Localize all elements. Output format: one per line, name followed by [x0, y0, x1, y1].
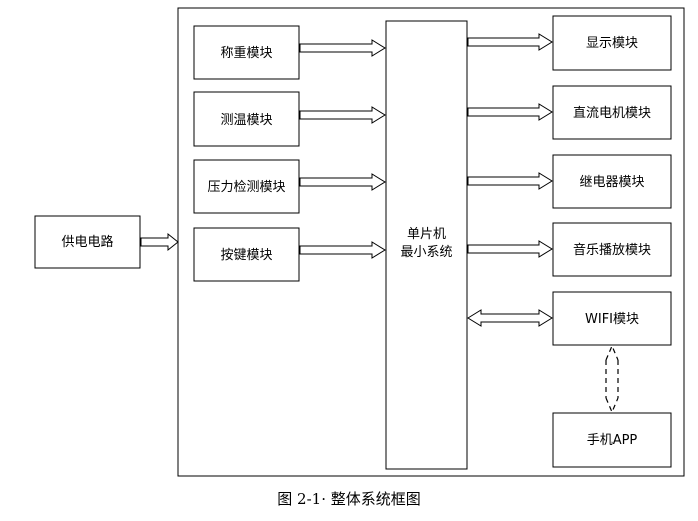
- arrow-power-to-system: [140, 232, 179, 252]
- block-mcu-label-line2: 最小系统: [400, 245, 452, 260]
- arrow-mcu-wifi-bidirectional: [467, 309, 553, 327]
- block-dc-motor: 直流电机模块: [552, 85, 672, 140]
- block-temperature: 测温模块: [193, 91, 300, 147]
- block-weighing: 称重模块: [193, 25, 300, 80]
- arrow-mcu-to-music: [467, 240, 553, 258]
- block-phone-app-label: 手机APP: [587, 433, 638, 448]
- block-music-label: 音乐播放模块: [573, 242, 651, 258]
- block-mcu-label-line1: 单片机: [407, 227, 446, 242]
- arrow-weighing-to-mcu: [299, 39, 386, 57]
- block-display-label: 显示模块: [586, 36, 638, 51]
- arrow-mcu-to-relay: [467, 172, 553, 190]
- block-relay: 继电器模块: [552, 154, 672, 209]
- figure-caption: 图 2-1· 整体系统框图: [277, 490, 421, 508]
- arrow-temperature-to-mcu: [299, 106, 386, 124]
- block-keys-label: 按键模块: [220, 248, 272, 263]
- arrow-mcu-to-display: [467, 33, 553, 51]
- arrow-pressure-to-mcu: [299, 173, 386, 191]
- block-power-supply: 供电电路: [34, 215, 141, 269]
- block-mcu: 单片机 最小系统: [385, 20, 468, 470]
- wireless-link-wifi-phone: [605, 344, 619, 414]
- arrow-mcu-to-dc-motor: [467, 103, 553, 121]
- block-music: 音乐播放模块: [552, 222, 672, 277]
- block-pressure: 压力检测模块: [193, 159, 300, 214]
- arrow-keys-to-mcu: [299, 241, 386, 259]
- block-relay-label: 继电器模块: [579, 175, 644, 190]
- block-keys: 按键模块: [193, 227, 300, 282]
- block-temperature-label: 测温模块: [220, 113, 272, 128]
- block-power-supply-label: 供电电路: [61, 234, 113, 250]
- block-wifi: WIFI模块: [552, 291, 672, 346]
- block-phone-app: 手机APP: [552, 412, 672, 468]
- block-display: 显示模块: [552, 15, 672, 71]
- block-wifi-label: WIFI模块: [585, 312, 639, 327]
- block-weighing-label: 称重模块: [220, 45, 272, 61]
- block-pressure-label: 压力检测模块: [207, 180, 285, 195]
- block-dc-motor-label: 直流电机模块: [573, 106, 651, 121]
